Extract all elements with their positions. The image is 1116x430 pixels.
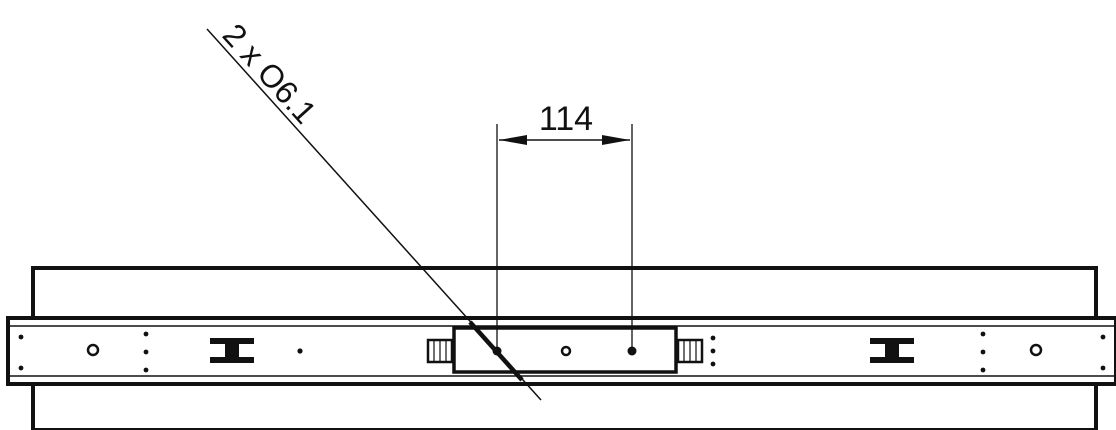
end-dot bbox=[297, 348, 303, 354]
end-dot bbox=[710, 348, 716, 354]
end-dot bbox=[710, 361, 716, 367]
hole-callout-leader bbox=[206, 28, 542, 401]
end-dot bbox=[143, 331, 149, 337]
end-dot bbox=[710, 335, 716, 341]
spacing-dimension-label: 114 bbox=[539, 100, 593, 138]
end-dot bbox=[143, 349, 149, 355]
mounting-hole-left bbox=[86, 343, 100, 357]
arrowhead-left bbox=[499, 135, 527, 145]
knob-right bbox=[676, 338, 704, 364]
leader-thick-segment bbox=[468, 320, 524, 382]
end-dot bbox=[980, 349, 986, 355]
end-dot bbox=[18, 334, 24, 340]
clip-left bbox=[210, 338, 254, 363]
end-dot bbox=[980, 367, 986, 373]
end-dot bbox=[18, 365, 24, 371]
end-dot bbox=[1100, 365, 1106, 371]
end-dot bbox=[980, 331, 986, 337]
end-dot bbox=[143, 367, 149, 373]
dimension-114 bbox=[496, 124, 633, 348]
slider-hole-right bbox=[627, 346, 637, 356]
hole-callout-label: 2 x O6.1 bbox=[216, 17, 324, 131]
slider-center-hole bbox=[560, 345, 572, 357]
mounting-hole-right bbox=[1029, 343, 1043, 357]
clip-right bbox=[870, 338, 914, 363]
center-slider bbox=[452, 326, 678, 374]
end-dot bbox=[1100, 334, 1106, 340]
knob-left bbox=[426, 338, 454, 364]
arrowhead-right bbox=[602, 135, 630, 145]
